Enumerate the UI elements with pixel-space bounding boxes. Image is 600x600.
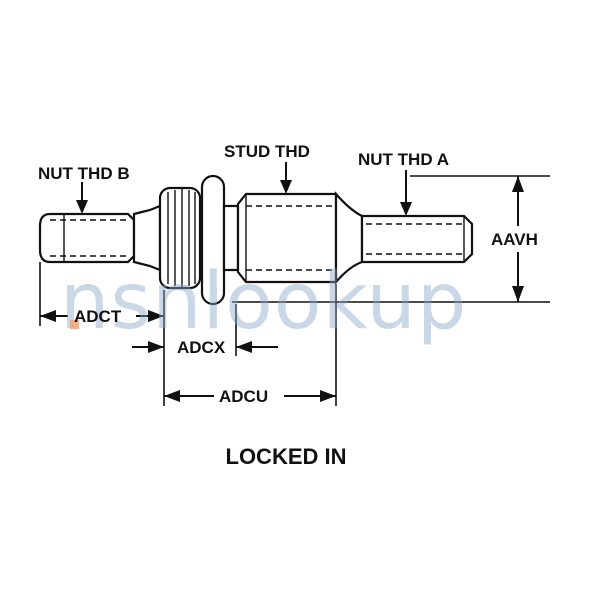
right-threaded-stud [360,214,474,264]
label-stud-thd: STUD THD [224,142,310,161]
watermark-dot [70,320,79,329]
adcu-arrow-left [164,390,180,402]
watermark: nsnlookup [60,257,467,347]
adcu-arrow-right [320,390,336,402]
label-nut-thd-b: NUT THD B [38,164,130,183]
stud-thd-arrow [280,180,292,194]
label-adct: ADCT [74,307,122,326]
label-adcx: ADCX [177,338,226,357]
adct-arrow-right [148,310,164,322]
label-aavh: AAVH [491,230,538,249]
watermark-text: nsnlookup [60,257,467,347]
nut-thd-a-arrow [400,202,412,216]
adcx-arrow-right [236,341,252,353]
aavh-arrow-up [512,176,524,192]
left-threaded-stud [38,212,136,264]
label-adcu: ADCU [219,387,268,406]
label-nut-thd-a: NUT THD A [358,150,449,169]
aavh-arrow-down [512,286,524,302]
adcx-arrow-left [148,341,164,353]
nut-thd-b-arrow [76,200,88,214]
main-threaded-body [236,192,338,284]
diagram-title: LOCKED IN [226,444,347,469]
adct-arrow-left [40,310,56,322]
knurled-section [158,186,202,290]
